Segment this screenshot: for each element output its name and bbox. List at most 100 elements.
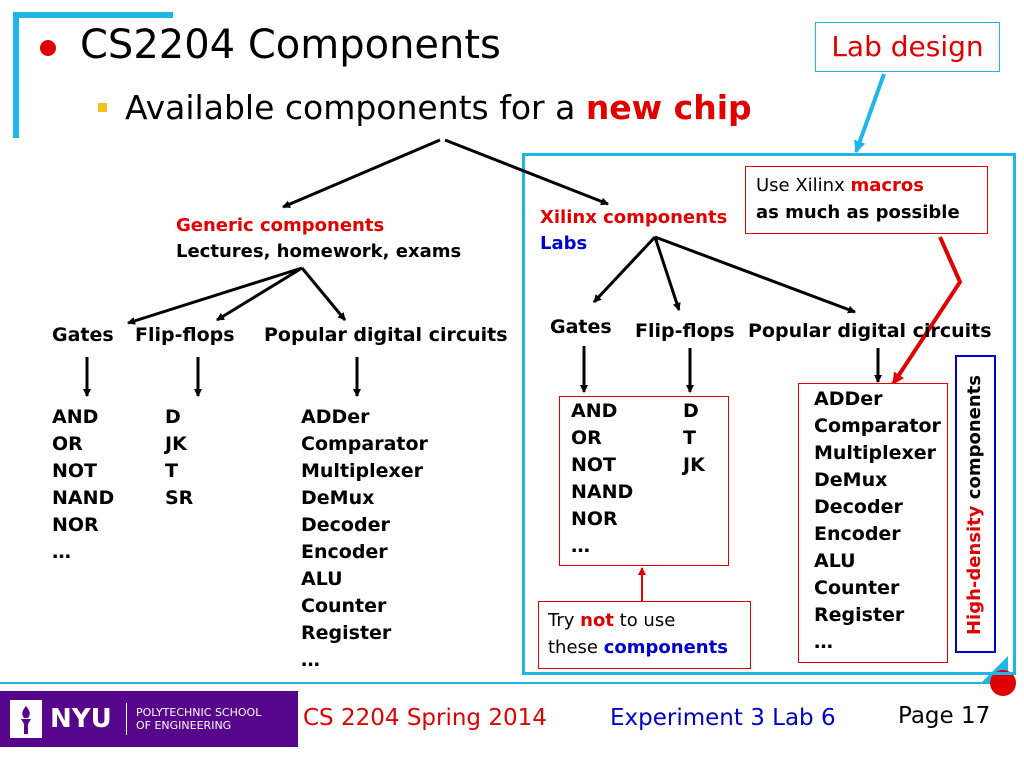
subtitle-bullet [98, 103, 107, 112]
title-bullet [40, 40, 56, 56]
list-item: Comparator [301, 433, 428, 455]
generic-gates-label: Gates [52, 324, 114, 346]
list-item: NOR [52, 514, 99, 536]
xilinx-popular-label: Popular digital circuits [748, 320, 992, 342]
list-item: SR [165, 487, 194, 509]
generic-flipflops-list: D JK T SR [165, 404, 193, 512]
logo-line1: POLYTECHNIC SCHOOL [136, 706, 262, 719]
subtitle-emphasis: new chip [585, 88, 752, 127]
generic-to-popular-arrow [300, 267, 347, 321]
generic-components-subtitle: Lectures, homework, exams [176, 241, 462, 262]
try-note-line2-emphasis: components [603, 637, 728, 658]
subtitle: Available components for a new chip [125, 88, 752, 127]
footer-experiment: Experiment 3 Lab 6 [610, 705, 836, 731]
page-title: CS2204 Components [80, 22, 501, 68]
xilinx-to-gates-arrow [592, 235, 657, 304]
list-item: D [683, 400, 699, 422]
high-density-box [955, 355, 996, 653]
list-item: … [301, 649, 320, 671]
list-item: Encoder [301, 541, 388, 563]
generic-popular-label: Popular digital circuits [264, 324, 508, 346]
list-item: T [165, 460, 178, 482]
corner-bracket-left [13, 12, 19, 138]
list-item: … [814, 631, 833, 653]
xilinx-to-popular-arrow [654, 235, 856, 314]
list-item: Multiplexer [301, 460, 424, 482]
list-item: Counter [814, 577, 900, 599]
list-item: JK [683, 454, 705, 476]
try-note-line2-prefix: these [548, 637, 604, 658]
logo-line2: OF ENGINEERING [136, 719, 232, 732]
list-item: ALU [301, 568, 343, 590]
list-item: NOT [571, 454, 617, 476]
list-item: JK [165, 433, 187, 455]
xilinx-components-title: Xilinx components [540, 207, 728, 228]
xilinx-flipflops-list: D T JK [683, 398, 705, 479]
high-density-black: components [964, 375, 985, 506]
list-item: … [571, 535, 590, 557]
list-item: DeMux [301, 487, 375, 509]
list-item: DeMux [814, 469, 888, 491]
xilinx-popular-list: ADDer Comparator Multiplexer DeMux Decod… [814, 386, 941, 656]
list-item: NOT [52, 460, 98, 482]
macros-note: Use Xilinx macros as much as possible [745, 166, 988, 234]
lab-design-label: Lab design [831, 30, 984, 63]
xilinx-popular-box [798, 383, 948, 663]
footer-rule [0, 682, 1010, 684]
macros-pointer-arrow [891, 236, 963, 386]
list-item: Register [301, 622, 392, 644]
try-note-prefix: Try [548, 610, 581, 631]
list-item: NOR [571, 508, 618, 530]
list-item: D [165, 406, 181, 428]
list-item: T [683, 427, 696, 449]
corner-bracket-top [13, 12, 173, 18]
lab-design-callout: Lab design [815, 22, 1000, 72]
list-item: NAND [571, 481, 634, 503]
list-item: ALU [814, 550, 856, 572]
list-item: Multiplexer [814, 442, 937, 464]
xilinx-components-subtitle: Labs [540, 233, 588, 254]
list-item: Decoder [301, 514, 390, 536]
xilinx-gates-label: Gates [550, 316, 612, 338]
list-item: Register [814, 604, 905, 626]
logo-word: NYU [50, 704, 112, 734]
generic-to-gates-arrow [127, 266, 303, 325]
try-note-emphasis: not [580, 610, 614, 631]
xilinx-to-flipflops-arrow [653, 236, 681, 311]
generic-components-title: Generic components [176, 215, 385, 236]
macros-note-prefix: Use Xilinx [756, 175, 851, 196]
list-item: NAND [52, 487, 115, 509]
root-to-generic-arrow [282, 138, 441, 209]
nyu-logo: NYU POLYTECHNIC SCHOOL OF ENGINEERING [0, 691, 298, 747]
xilinx-flipflops-label: Flip-flops [635, 320, 735, 342]
list-item: ADDer [301, 406, 370, 428]
list-item: Counter [301, 595, 387, 617]
root-to-xilinx-arrow [444, 138, 609, 206]
generic-flipflops-label: Flip-flops [135, 324, 235, 346]
torch-icon [10, 700, 42, 738]
macros-note-line2: as much as possible [756, 202, 960, 223]
list-item: ADDer [814, 388, 883, 410]
page-number: Page 17 [898, 703, 991, 729]
generic-gates-list: AND OR NOT NAND NOR … [52, 404, 114, 566]
footer-course: CS 2204 Spring 2014 [303, 705, 547, 731]
xilinx-basic-box [559, 396, 729, 566]
logo-text: POLYTECHNIC SCHOOL OF ENGINEERING [136, 706, 261, 732]
xilinx-region [522, 153, 1016, 675]
list-item: AND [52, 406, 99, 428]
list-item: OR [571, 427, 602, 449]
xilinx-header: Xilinx components Labs [540, 205, 727, 257]
try-note-mid: to use [613, 610, 676, 631]
list-item: OR [52, 433, 83, 455]
macros-note-emphasis: macros [850, 175, 924, 196]
high-density-red: High-density [964, 505, 985, 636]
list-item: Comparator [814, 415, 941, 437]
subtitle-text: Available components for a [125, 88, 586, 127]
list-item: AND [571, 400, 618, 422]
list-item: Encoder [814, 523, 901, 545]
list-item: Decoder [814, 496, 903, 518]
lab-design-pointer-arrow [854, 73, 886, 153]
list-item: … [52, 541, 71, 563]
logo-divider [126, 703, 127, 735]
